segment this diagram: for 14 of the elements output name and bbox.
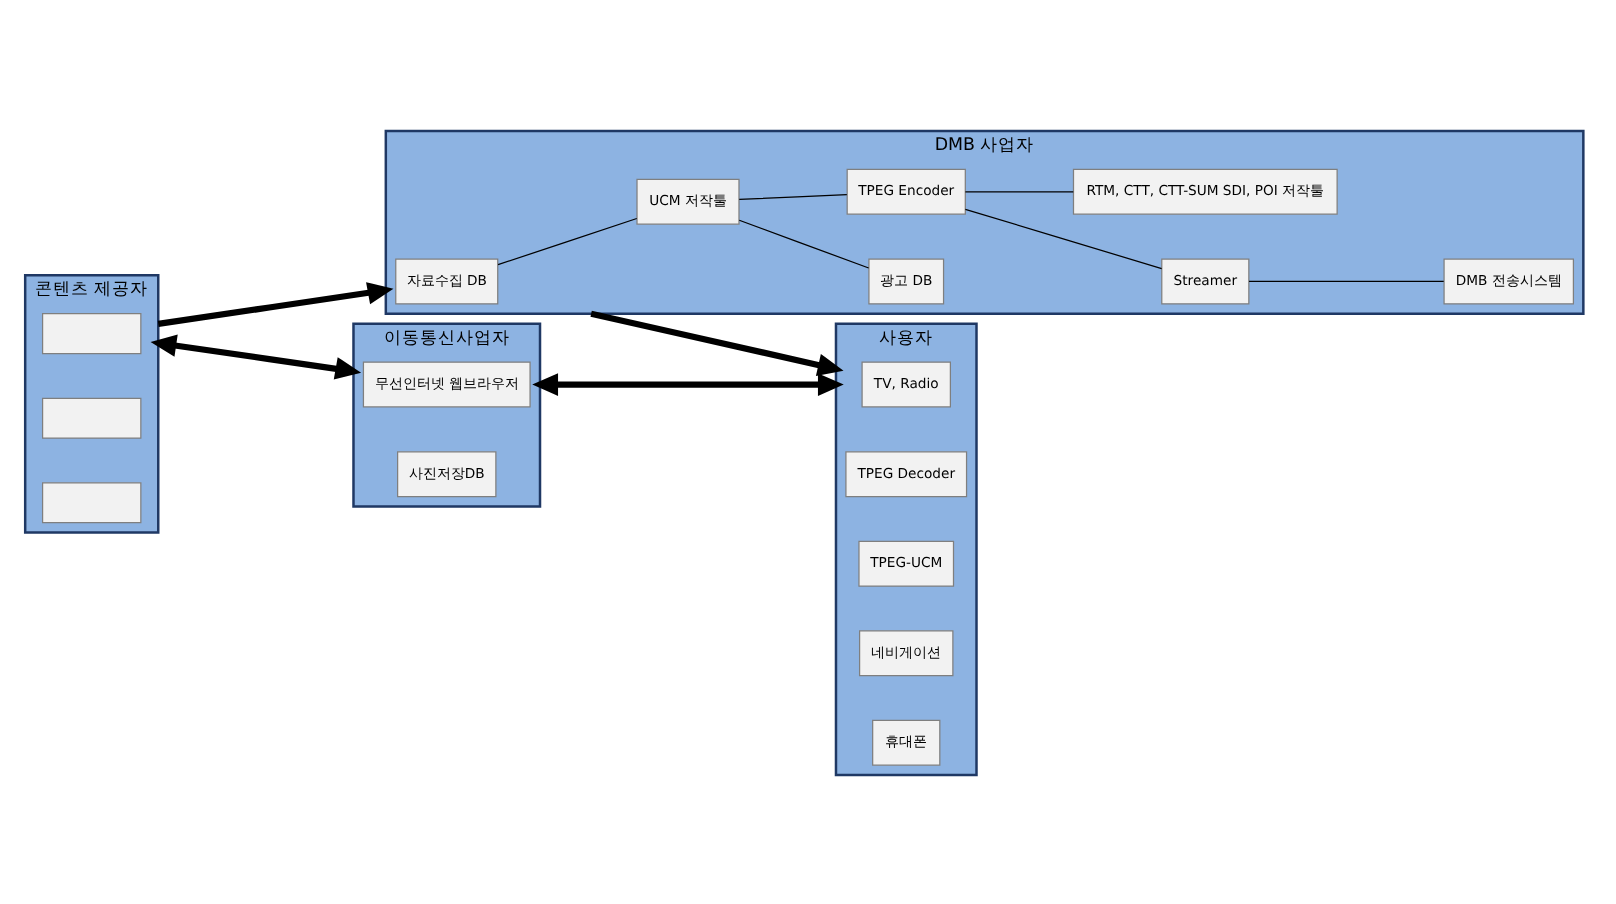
arrow (532, 372, 844, 395)
arrow (590, 309, 844, 376)
cluster: 콘텐츠 제공자 (23, 272, 160, 533)
arrow (157, 281, 394, 327)
connector (964, 190, 1074, 192)
connector (1248, 279, 1445, 281)
arrow (150, 333, 362, 379)
node-box (42, 481, 142, 523)
connector (497, 216, 638, 265)
connector (738, 192, 848, 200)
node-box (42, 312, 142, 354)
connector (964, 207, 1163, 269)
node-box (42, 396, 142, 438)
connector (738, 218, 870, 268)
